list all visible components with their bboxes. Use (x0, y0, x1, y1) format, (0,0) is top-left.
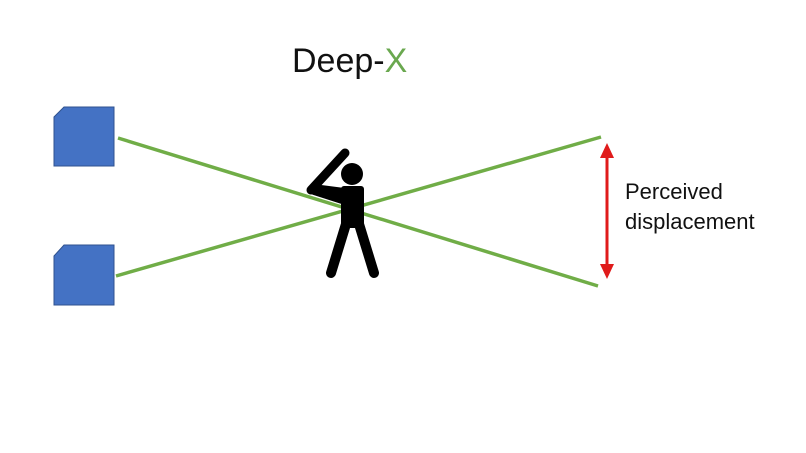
camera-icon (53, 244, 115, 306)
double-arrow-icon (600, 143, 614, 279)
title-suffix: X (385, 42, 408, 80)
page-title: Deep-X (292, 42, 407, 80)
annotation-line-2: displacement (625, 209, 755, 234)
annotation-line-1: Perceived (625, 179, 723, 204)
title-prefix: Deep- (292, 42, 385, 80)
batter-icon (306, 148, 379, 278)
camera-icon (53, 106, 115, 167)
